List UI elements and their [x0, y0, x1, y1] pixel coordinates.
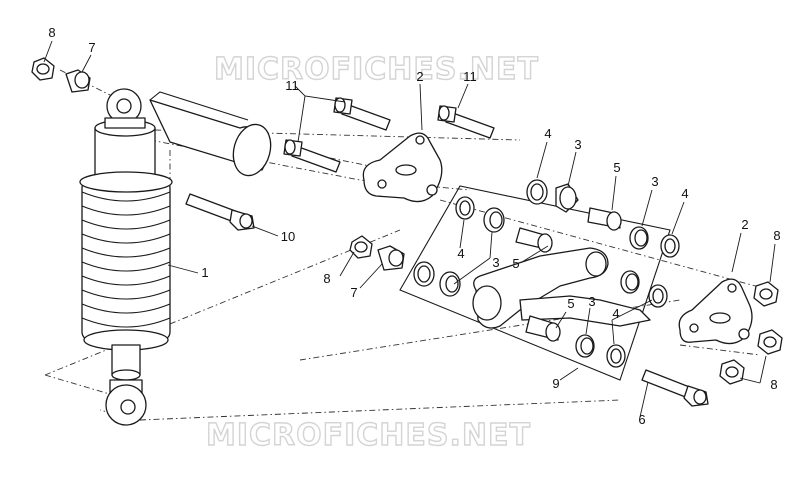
callout-9: 9: [552, 376, 559, 391]
callout-11-right: 11: [463, 69, 477, 84]
watermark-bottom: MICROFICHES.NET: [206, 418, 531, 453]
callout-8-right-bottom: 8: [770, 377, 777, 392]
callout-11-left: 11: [285, 78, 299, 93]
sleeve-5-frame-a: [515, 227, 553, 253]
callout-8-top: 8: [48, 25, 55, 40]
link-assembly-frame: [399, 185, 671, 381]
bolt-11-right: [437, 105, 495, 139]
nut-top-left: [31, 57, 55, 81]
bushing-3-frame-b: [439, 271, 461, 297]
callout-2-right: 2: [741, 217, 748, 232]
callout-3-a: 3: [574, 137, 581, 152]
nut-8-right-middle: [757, 329, 783, 355]
callout-5-b: 5: [512, 256, 519, 271]
callout-6: 6: [638, 412, 645, 427]
bolt-11-left-upper: [333, 97, 391, 131]
shock-absorber: [79, 88, 272, 426]
bolt-10: [185, 193, 255, 231]
spacer-top-left: [65, 69, 91, 93]
callout-4-c: 4: [457, 246, 464, 261]
callout-3-c: 3: [492, 255, 499, 270]
bushing-3-frame-c: [575, 334, 595, 358]
callout-7-middle: 7: [350, 285, 357, 300]
link-rocker: [472, 247, 651, 329]
callout-3-d: 3: [588, 294, 595, 309]
sleeve-5-upper: [587, 207, 622, 231]
callout-7-top: 7: [88, 40, 95, 55]
link-plate-left: [362, 132, 443, 203]
seal-4-upper-b: [660, 234, 680, 258]
callout-3-b: 3: [651, 174, 658, 189]
bolt-6: [641, 369, 709, 407]
callout-5-c: 5: [567, 296, 574, 311]
callout-4-a: 4: [544, 126, 551, 141]
bushing-3-frame-d: [620, 270, 640, 294]
callouts: 8 7 11 2 11 1 10 4 3 5 3 4 2 8 8 4 3 5 8…: [48, 25, 780, 427]
link-plate-right: [678, 278, 753, 345]
bushing-3-upper-a: [555, 183, 579, 213]
nut-8-right-bottom: [719, 359, 745, 385]
callout-2-left: 2: [416, 69, 423, 84]
seal-4-frame-d: [648, 284, 668, 308]
spacer-7-middle: [377, 245, 405, 271]
sleeve-5-frame-b: [525, 315, 561, 342]
callout-5-a: 5: [613, 160, 620, 175]
nut-8-right-top: [753, 281, 779, 307]
callout-8-right-top: 8: [773, 228, 780, 243]
watermark-top: MICROFICHES.NET: [214, 52, 539, 87]
callout-4-d: 4: [612, 306, 619, 321]
seal-4-frame-c: [606, 344, 626, 368]
seal-4-frame-b: [413, 261, 435, 287]
leader-lines: [43, 40, 776, 418]
callout-10: 10: [281, 229, 295, 244]
callout-1: 1: [201, 265, 208, 280]
callout-4-b: 4: [681, 186, 688, 201]
nut-8-middle: [349, 235, 373, 259]
bushing-3-frame-a: [483, 207, 505, 233]
seal-4-upper-a: [526, 179, 548, 205]
seal-4-frame-a: [455, 196, 475, 220]
callout-8-middle: 8: [323, 271, 330, 286]
bolt-11-left-lower: [283, 139, 341, 173]
bushing-3-upper-b: [629, 226, 649, 250]
